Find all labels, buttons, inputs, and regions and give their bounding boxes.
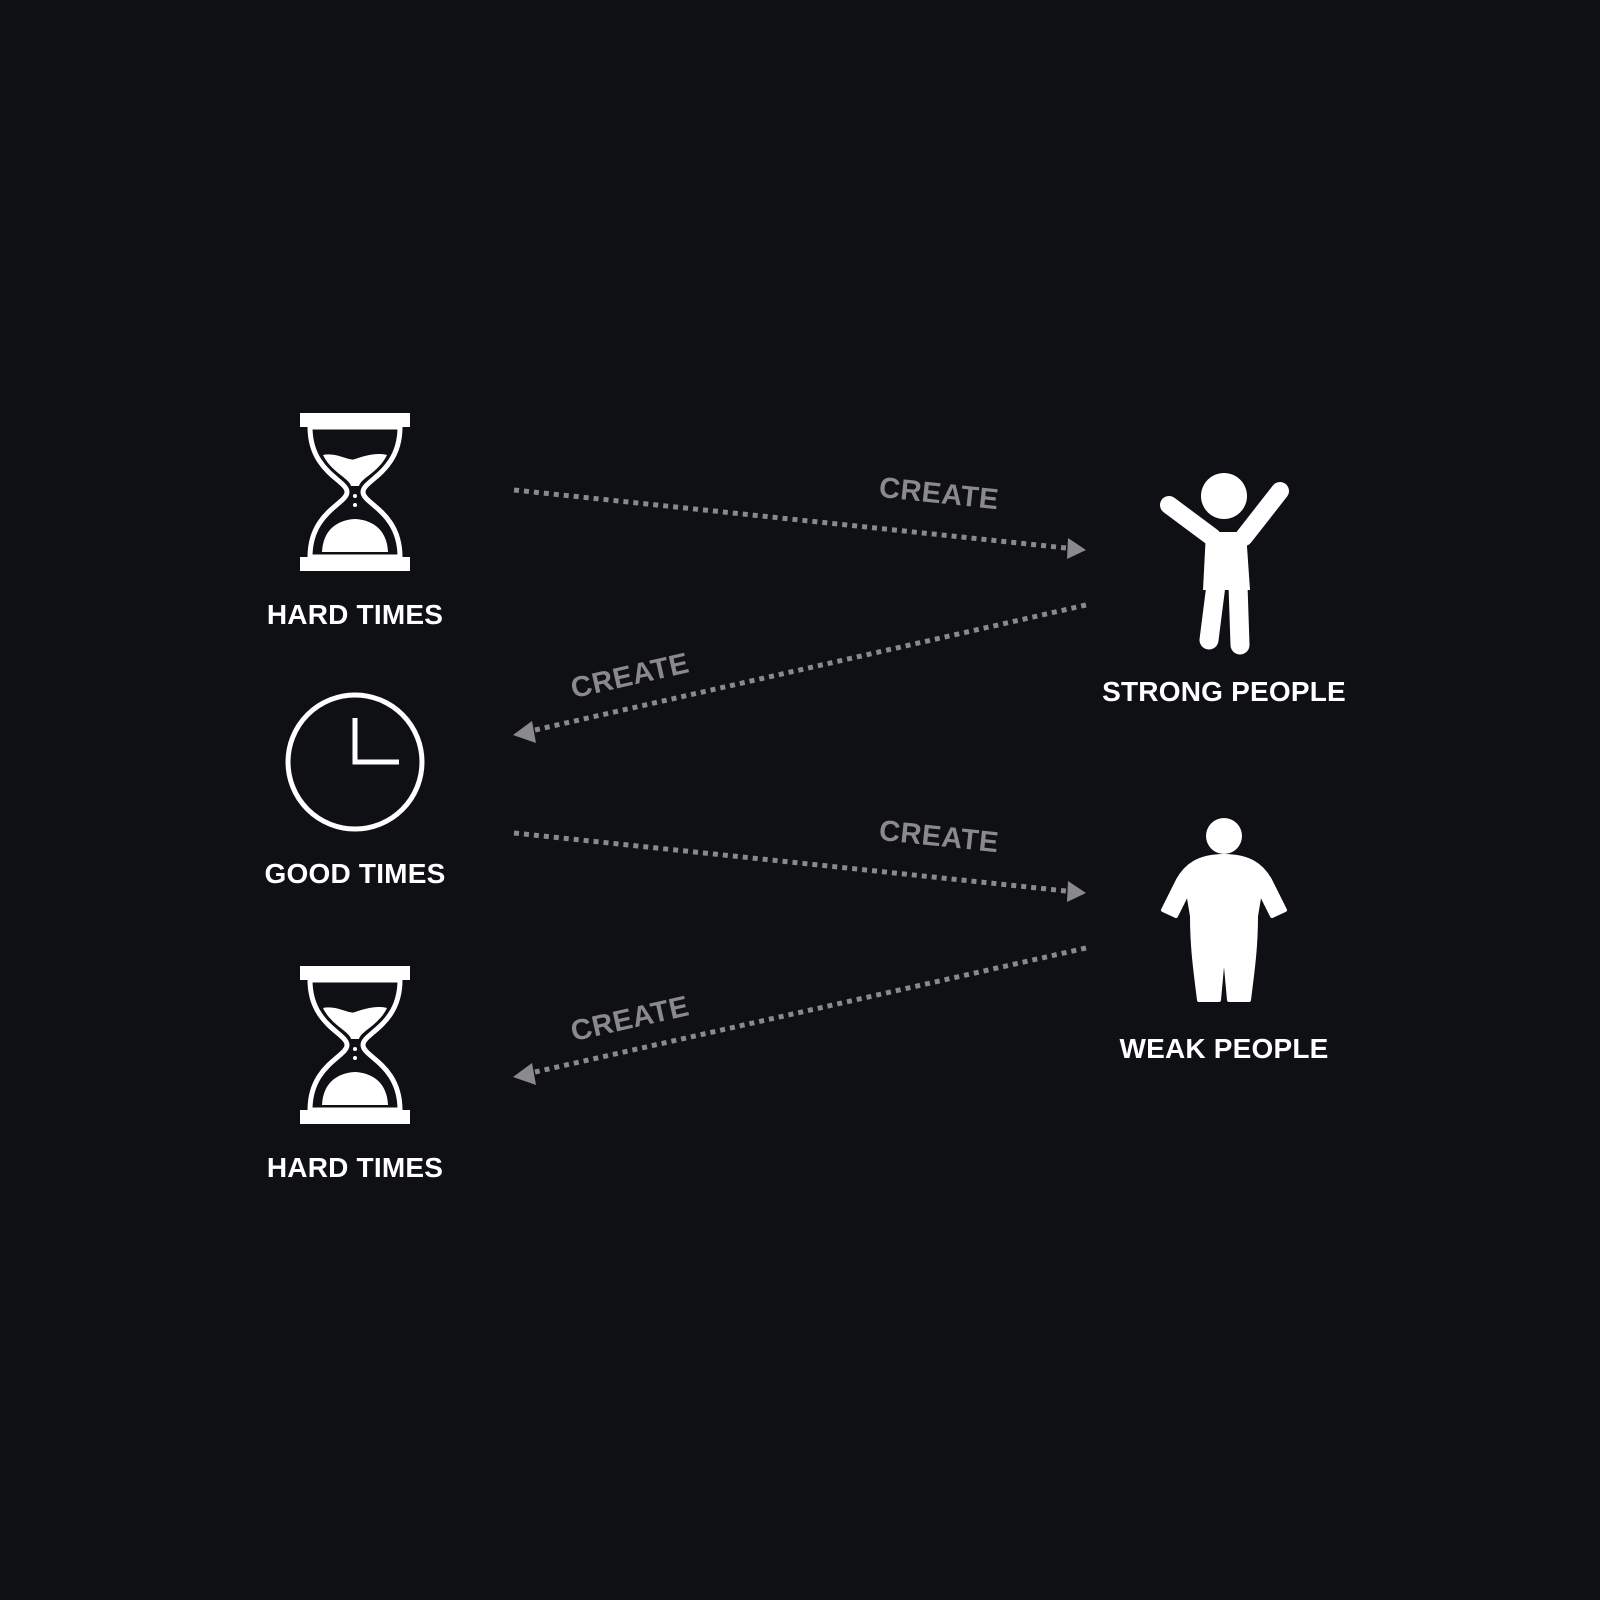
node-good-times: GOOD TIMES xyxy=(265,692,446,889)
arrowhead-icon xyxy=(513,721,536,743)
edge-line xyxy=(513,830,1067,894)
edge-line xyxy=(534,602,1087,733)
strong-person-icon xyxy=(1160,473,1289,655)
edge-line xyxy=(513,487,1067,551)
clock-icon xyxy=(285,692,425,832)
node-label-hard-times-bottom: HARD TIMES xyxy=(267,1152,443,1183)
node-strong-people: STRONG PEOPLE xyxy=(1102,473,1346,707)
node-hard-times-bottom: HARD TIMES xyxy=(267,966,443,1183)
arrowhead-icon xyxy=(513,1063,536,1085)
hourglass-icon xyxy=(300,966,410,1124)
node-label-strong-people: STRONG PEOPLE xyxy=(1102,676,1346,707)
arrowhead-icon xyxy=(1067,538,1086,559)
node-label-weak-people: WEAK PEOPLE xyxy=(1119,1033,1328,1064)
arrowhead-icon xyxy=(1067,881,1086,902)
weak-person-icon xyxy=(1161,818,1287,1002)
node-label-good-times: GOOD TIMES xyxy=(265,858,446,889)
node-label-hard-times-top: HARD TIMES xyxy=(267,599,443,630)
hourglass-icon xyxy=(300,413,410,571)
edge-line xyxy=(534,945,1087,1075)
node-hard-times-top: HARD TIMES xyxy=(267,413,443,630)
node-weak-people: WEAK PEOPLE xyxy=(1119,818,1328,1064)
